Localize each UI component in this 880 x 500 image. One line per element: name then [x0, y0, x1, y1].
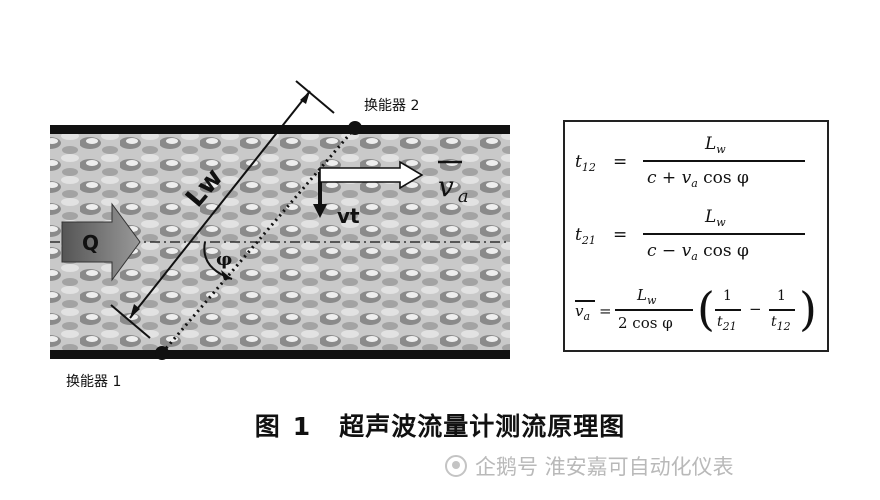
t12-fraction-bar: [643, 160, 805, 162]
va-minus: −: [749, 300, 762, 318]
lw-arrowhead-top: [300, 91, 310, 104]
watermark: 企鹅号 淮安嘉可自动化仪表: [445, 451, 734, 481]
va-t12: t12: [771, 314, 791, 333]
transducer-2-label: 换能器 2: [364, 98, 420, 114]
va-t21: t21: [717, 314, 737, 333]
lw-dimension-line: [129, 90, 311, 319]
transducer-1: [155, 346, 169, 360]
penguin-logo-icon: [445, 455, 467, 477]
t12-eq: =: [613, 152, 628, 172]
caption-title: 超声波流量计测流原理图: [339, 412, 626, 441]
transducer-1-label: 换能器 1: [66, 374, 122, 390]
caption-number: 1: [292, 412, 312, 441]
t21-fraction-bar: [643, 233, 805, 235]
t21-eq: =: [613, 225, 628, 245]
lw-ext-bottom: [110, 304, 151, 339]
angle-arc-arrow: [221, 270, 232, 280]
lw-arrowhead-bottom: [130, 304, 140, 318]
t21-denominator: c − va cos φ: [647, 241, 749, 263]
flow-arrow: [61, 202, 141, 282]
caption-figure: 图: [254, 412, 281, 441]
t12-lhs: t12: [575, 152, 596, 174]
vt-arrowhead: [313, 204, 327, 218]
vt-label: vt: [337, 204, 360, 228]
watermark-text: 企鹅号 淮安嘉可自动化仪表: [475, 455, 734, 479]
t12-numerator: Lw: [705, 134, 726, 156]
t12-denominator: c + va cos φ: [647, 168, 749, 190]
va-lhs: va: [575, 302, 591, 323]
t21-lhs: t21: [575, 225, 596, 247]
va-arrow: [319, 160, 424, 190]
acoustic-path: [160, 127, 357, 354]
va-fraction-bar: [615, 309, 693, 311]
flow-label: Q: [82, 231, 99, 255]
t21-numerator: Lw: [705, 207, 726, 229]
va-numerator: Lw: [637, 286, 657, 307]
transducer-2: [348, 121, 362, 135]
va-paren-left: (: [697, 282, 715, 336]
va-eq: =: [599, 302, 612, 320]
va-one-a: 1: [723, 288, 732, 304]
va-frac-a-bar: [715, 309, 741, 311]
va-formula-overbar: [575, 300, 595, 302]
va-paren-right: ): [799, 282, 817, 336]
lw-ext-top: [295, 80, 335, 114]
va-one-b: 1: [777, 288, 786, 304]
formula-box: t12 = Lw c + va cos φ t21 = Lw c − va co…: [563, 120, 829, 352]
va-denominator: 2 cos φ: [618, 314, 673, 332]
angle-label: φ: [216, 249, 232, 270]
pipe-wall-bottom: [50, 350, 510, 359]
va-frac-b-bar: [769, 309, 795, 311]
